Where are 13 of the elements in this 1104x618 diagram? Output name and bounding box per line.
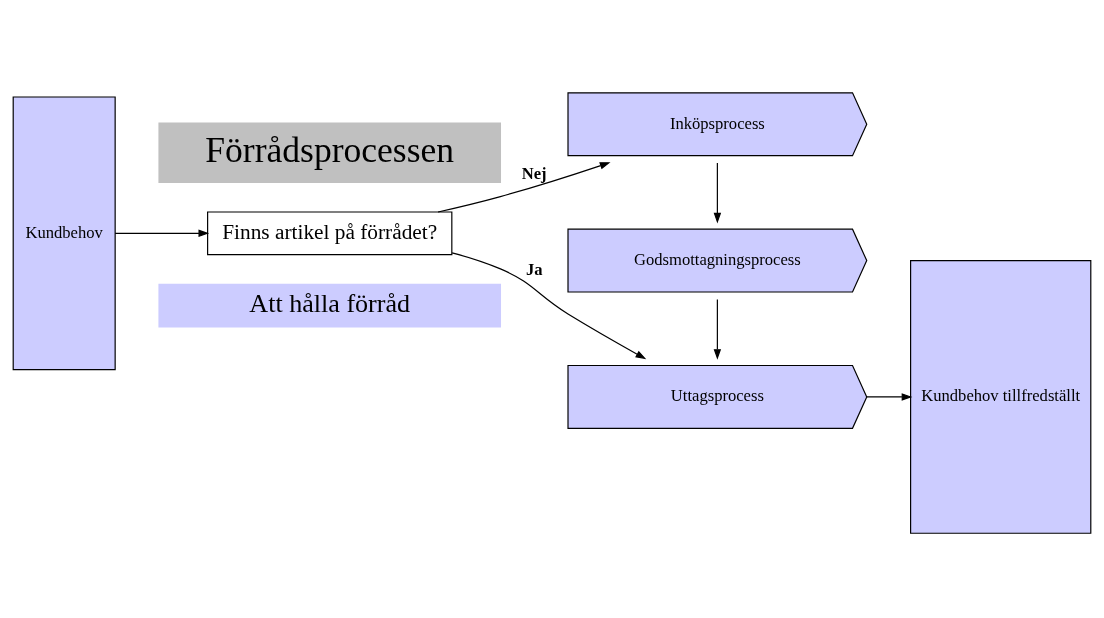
arrow	[114, 229, 210, 237]
arrow	[866, 392, 913, 401]
arrow	[437, 161, 611, 213]
node-box: Kundbehov tillfredställt	[910, 259, 1092, 534]
arrow	[451, 251, 647, 359]
arrow	[713, 298, 722, 360]
edge-label: Nej	[521, 163, 547, 183]
node-box: Förrådsprocessen	[158, 122, 502, 183]
node-box: Att hålla förråd	[158, 283, 502, 328]
node-box: Finns artikel på förrådet?	[207, 210, 453, 255]
arrow	[713, 162, 722, 224]
edge-label: Ja	[525, 259, 543, 279]
node-box: Kundbehov	[12, 95, 116, 370]
